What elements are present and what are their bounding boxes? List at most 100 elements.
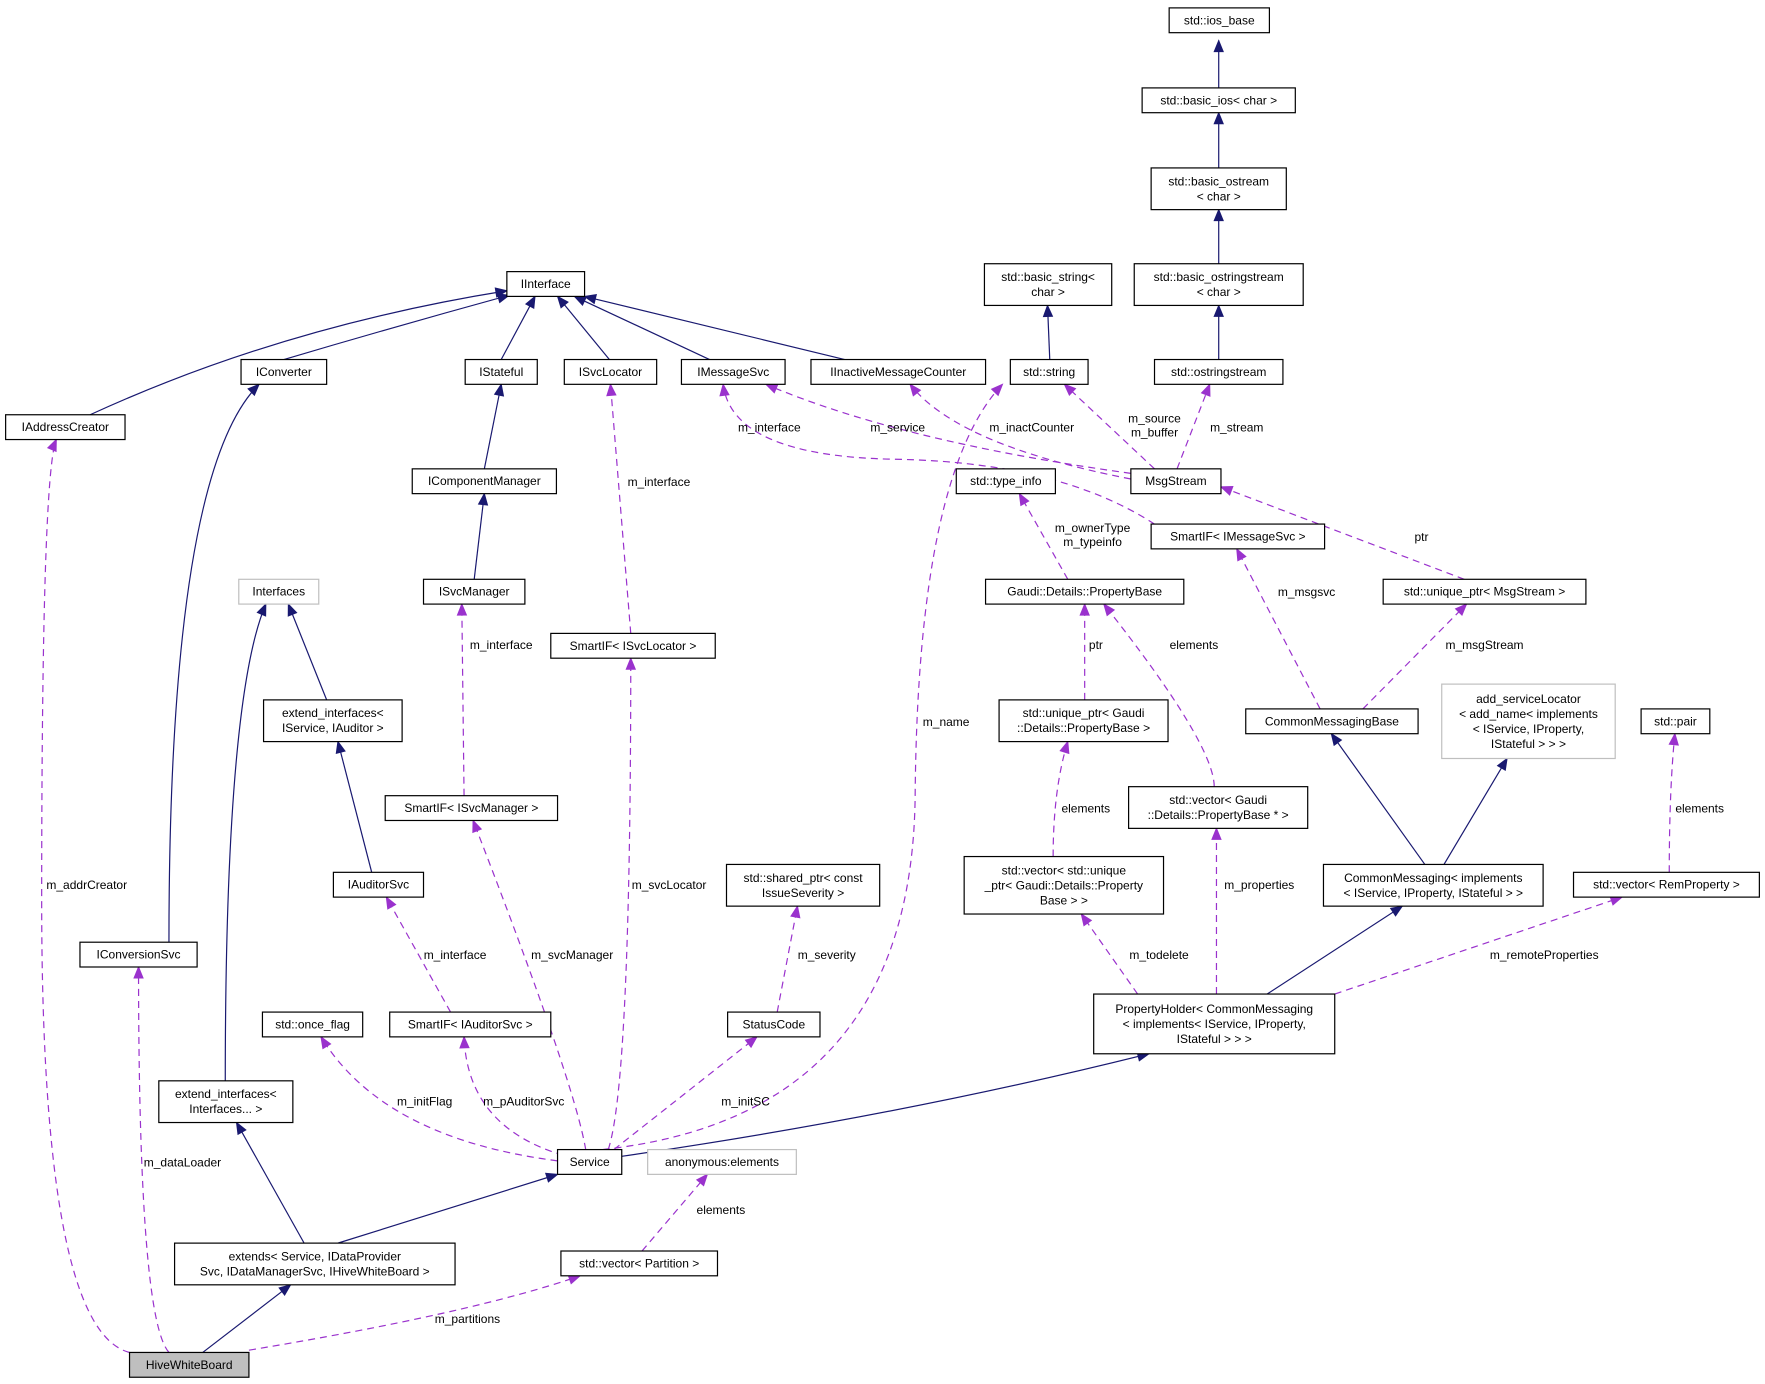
- node-box: [1150, 167, 1287, 211]
- node-once_flag[interactable]: std::once_flag: [261, 1011, 364, 1038]
- node-label-line: IAddressCreator: [22, 420, 109, 434]
- node-CommonMessagingBase[interactable]: CommonMessagingBase: [1245, 708, 1419, 735]
- node-HiveWhiteBoard[interactable]: HiveWhiteBoard: [128, 1351, 250, 1378]
- node-label: SmartIF< IMessageSvc >: [1170, 529, 1305, 543]
- node-IComponentManager[interactable]: IComponentManager: [411, 468, 558, 495]
- node-ostringstream[interactable]: std::ostringstream: [1153, 358, 1284, 385]
- node-label: std::string: [1023, 365, 1075, 379]
- node-label: anonymous:elements: [665, 1155, 779, 1169]
- node-type_info[interactable]: std::type_info: [955, 468, 1056, 495]
- edge-MsgStream-to-IInactiveMessageCounter: [909, 383, 1131, 480]
- edge-label: elements: [697, 1203, 746, 1217]
- node-MsgStream[interactable]: MsgStream: [1130, 468, 1222, 495]
- node-ISvcLocator[interactable]: ISvcLocator: [563, 358, 658, 385]
- arrowhead: [1330, 732, 1343, 747]
- node-unique_ptr_MsgStream[interactable]: std::unique_ptr< MsgStream >: [1382, 578, 1587, 605]
- edge-label-line: ptr: [1089, 638, 1103, 652]
- node-ios_base[interactable]: std::ios_base: [1168, 7, 1271, 34]
- arrowhead: [496, 293, 511, 304]
- node-basic_ios[interactable]: std::basic_ios< char >: [1141, 87, 1296, 114]
- edge-label: m_svcManager: [531, 948, 613, 962]
- edge-PropertyHolder-to-vector_unique_ptr: [1080, 912, 1139, 995]
- node-SmartIF_ISvcLocator[interactable]: SmartIF< ISvcLocator >: [550, 632, 716, 659]
- node-box: [1128, 786, 1309, 829]
- node-anonymous_elements[interactable]: anonymous:elements: [647, 1148, 797, 1175]
- edge-Service-to-PropertyHolder: [621, 1051, 1151, 1157]
- node-label: IConverter: [256, 365, 312, 379]
- node-IConverter[interactable]: IConverter: [240, 358, 328, 385]
- node-IStateful[interactable]: IStateful: [464, 358, 538, 385]
- node-ISvcManager[interactable]: ISvcManager: [422, 578, 526, 605]
- node-CommonMessaging[interactable]: CommonMessaging< implements< IService, I…: [1322, 863, 1544, 907]
- edge-MsgStream-to-IMessageSvc: [764, 383, 1131, 474]
- edge-label-line: m_interface: [628, 475, 691, 489]
- node-label: add_serviceLocator< add_name< implements…: [1459, 692, 1598, 751]
- node-Service[interactable]: Service: [556, 1148, 623, 1175]
- node-label: std::unique_ptr< MsgStream >: [1404, 585, 1565, 599]
- node-Interfaces[interactable]: Interfaces: [238, 578, 320, 605]
- node-vector_unique_ptr[interactable]: std::vector< std::unique_ptr< Gaudi::Det…: [963, 855, 1165, 915]
- arrowhead: [1103, 603, 1116, 617]
- node-basic_ostream[interactable]: std::basic_ostream< char >: [1150, 167, 1287, 211]
- node-unique_ptr_PropertyBase[interactable]: std::unique_ptr< Gaudi::Details::Propert…: [998, 699, 1169, 743]
- edge-PropertyHolder-to-CommonMessaging: [1266, 905, 1404, 995]
- node-label: Interfaces: [252, 585, 305, 599]
- node-basic_ostringstream[interactable]: std::basic_ostringstream< char >: [1133, 263, 1304, 307]
- arrowhead: [1389, 905, 1404, 917]
- node-StatusCode[interactable]: StatusCode: [727, 1011, 821, 1038]
- node-label: PropertyHolder< CommonMessaging< impleme…: [1115, 1002, 1313, 1046]
- node-SmartIF_IMessageSvc[interactable]: SmartIF< IMessageSvc >: [1150, 523, 1326, 550]
- node-extend_interfaces_I[interactable]: extend_interfaces<Interfaces... >: [158, 1080, 294, 1124]
- node-label: IStateful: [479, 365, 523, 379]
- edge-label: m_initFlag: [397, 1095, 452, 1109]
- arrowhead: [477, 492, 489, 506]
- node-vector_PropertyBase_ptr[interactable]: std::vector< Gaudi::Details::PropertyBas…: [1128, 786, 1309, 829]
- edge-MsgStream-to-ostringstream: [1176, 383, 1211, 470]
- node-label-line: < implements< IService, IProperty,: [1123, 1017, 1306, 1031]
- edge-vector_RemProperty-to-pair: [1668, 732, 1679, 873]
- node-SmartIF_IAuditorSvc[interactable]: SmartIF< IAuditorSvc >: [389, 1011, 552, 1038]
- node-label-line: std::basic_ios< char >: [1160, 93, 1277, 107]
- edge-label-line: m_partitions: [435, 1312, 500, 1326]
- node-PropertyBase[interactable]: Gaudi::Details::PropertyBase: [984, 578, 1185, 605]
- node-IAuditorSvc[interactable]: IAuditorSvc: [332, 871, 425, 898]
- arrowhead: [494, 287, 509, 298]
- node-IInactiveMessageCounter[interactable]: IInactiveMessageCounter: [810, 358, 987, 385]
- edge-unique_ptr_PropertyBase-to-PropertyBase: [1079, 602, 1090, 700]
- node-IAddressCreator[interactable]: IAddressCreator: [5, 414, 126, 441]
- node-box: [1141, 87, 1296, 114]
- node-IInterface[interactable]: IInterface: [506, 271, 586, 298]
- node-IMessageSvc[interactable]: IMessageSvc: [680, 358, 786, 385]
- edge-HiveWhiteBoard-to-IAddressCreator: [41, 438, 130, 1354]
- edge-basic_ostream-to-basic_ios: [1213, 111, 1224, 168]
- node-extend_interfaces_ISvc[interactable]: extend_interfaces<IService, IAuditor >: [262, 699, 403, 743]
- node-label-line: std::shared_ptr< const: [744, 871, 864, 885]
- node-add_serviceLocator[interactable]: add_serviceLocator< add_name< implements…: [1441, 683, 1616, 760]
- node-vector_Partition[interactable]: std::vector< Partition >: [560, 1250, 719, 1277]
- node-pair[interactable]: std::pair: [1640, 708, 1711, 735]
- node-IConversionSvc[interactable]: IConversionSvc: [79, 941, 198, 968]
- edge-label-line: ptr: [1414, 530, 1428, 544]
- node-box: [1130, 468, 1222, 495]
- node-SmartIF_ISvcManager[interactable]: SmartIF< ISvcManager >: [384, 795, 559, 822]
- node-label-line: Interfaces... >: [189, 1102, 262, 1116]
- edge-label-line: m_buffer: [1131, 426, 1178, 440]
- node-string[interactable]: std::string: [1009, 358, 1089, 385]
- node-label-line: PropertyHolder< CommonMessaging: [1115, 1002, 1313, 1016]
- node-label-line: IStateful: [479, 365, 523, 379]
- arrowhead: [278, 1284, 292, 1296]
- node-box: [389, 1011, 552, 1038]
- node-vector_RemProperty[interactable]: std::vector< RemProperty >: [1572, 871, 1760, 898]
- node-basic_string[interactable]: std::basic_string<char >: [983, 263, 1113, 307]
- node-box: [5, 414, 126, 441]
- node-label-line: std::ios_base: [1184, 13, 1255, 27]
- node-label-line: std::unique_ptr< MsgStream >: [1404, 585, 1565, 599]
- edge-label: m_svcLocator: [632, 878, 707, 892]
- node-label-line: HiveWhiteBoard: [146, 1358, 233, 1372]
- node-label: IMessageSvc: [697, 365, 769, 379]
- node-PropertyHolder[interactable]: PropertyHolder< CommonMessaging< impleme…: [1093, 993, 1336, 1055]
- node-label: MsgStream: [1145, 474, 1206, 488]
- arrowhead: [1042, 304, 1054, 318]
